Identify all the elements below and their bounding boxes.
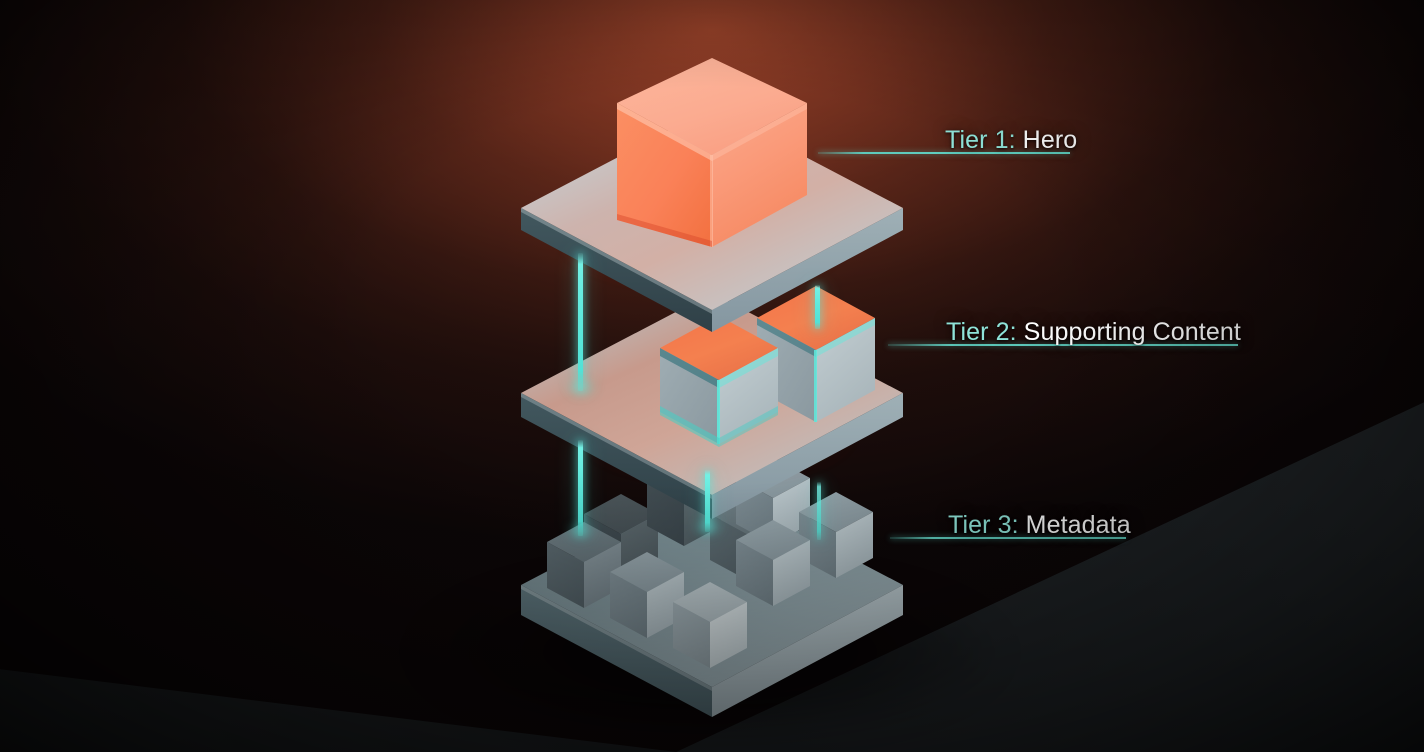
diagram-canvas: Tier 1: Hero Tier 2: Supporting Content … xyxy=(0,0,1424,752)
scene-vignette xyxy=(0,0,1424,752)
